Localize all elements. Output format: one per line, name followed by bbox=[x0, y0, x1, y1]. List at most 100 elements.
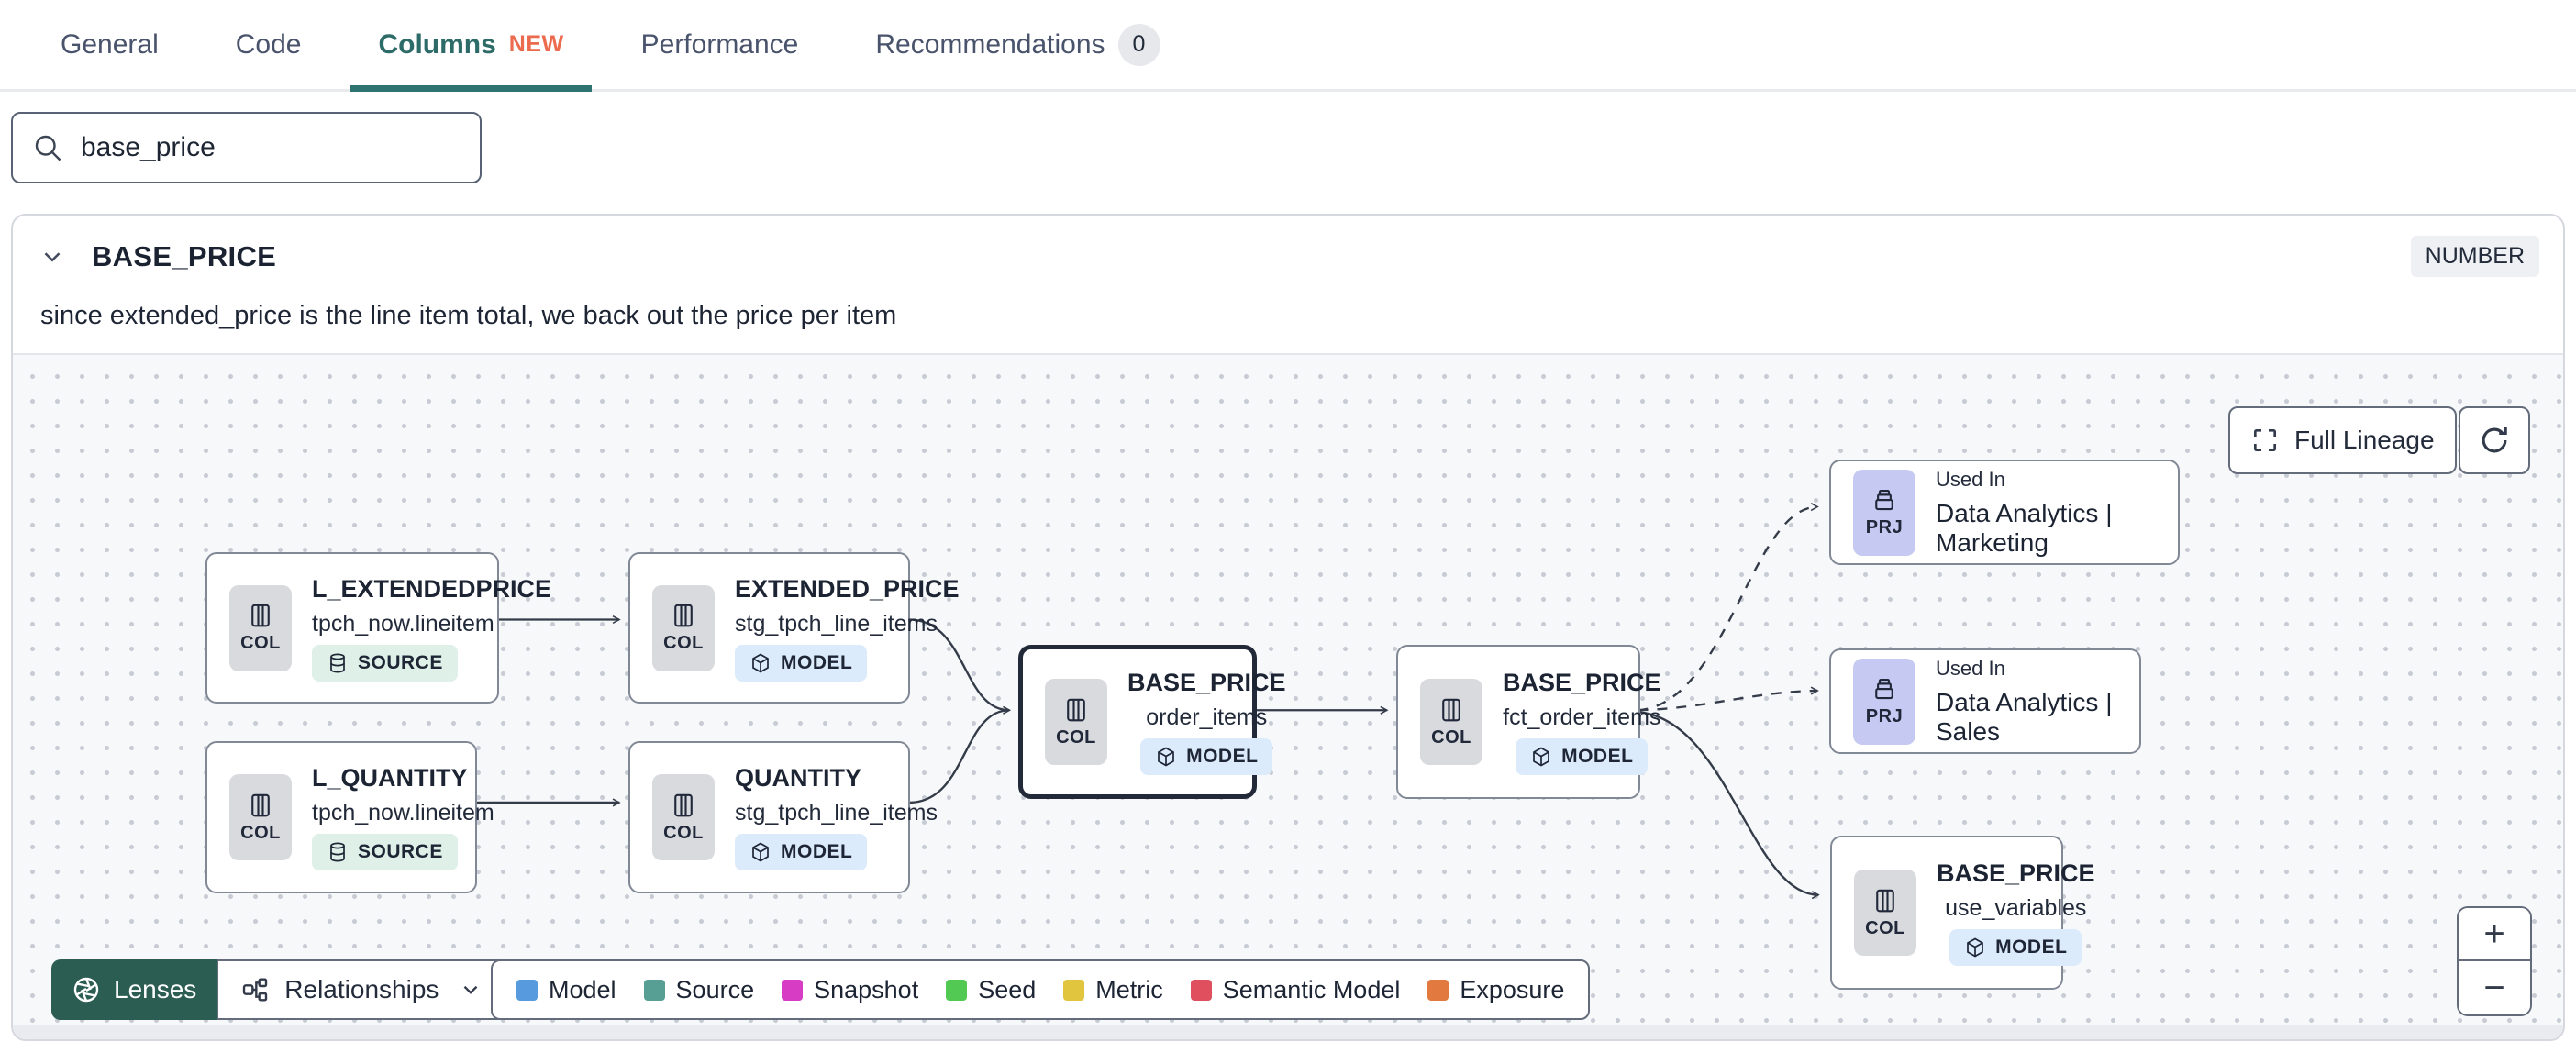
used-in-title: Data Analytics | Sales bbox=[1936, 687, 2113, 746]
lineage-node-base-price-fct-order-items[interactable]: COL BASE_PRICE fct_order_items MODEL bbox=[1396, 645, 1661, 799]
legend-item-metric: Metric bbox=[1063, 976, 1163, 1004]
resource-badge-model: MODEL bbox=[1140, 738, 1273, 775]
chevron-down-icon bbox=[459, 978, 483, 1002]
column-kind-badge: COL bbox=[1045, 679, 1107, 765]
tab-general[interactable]: General bbox=[61, 28, 159, 60]
node-title: L_QUANTITY bbox=[312, 764, 468, 792]
project-kind-badge: PRJ bbox=[1853, 658, 1915, 745]
legend-item-snapshot: Snapshot bbox=[782, 976, 918, 1004]
zoom-in-button[interactable]: + bbox=[2459, 908, 2530, 961]
node-subtitle: tpch_now.lineitem bbox=[312, 610, 494, 637]
legend-item-semantic-model: Semantic Model bbox=[1190, 976, 1400, 1004]
legend-item-model: Model bbox=[516, 976, 616, 1004]
database-icon bbox=[330, 653, 345, 672]
lineage-node-extended-price[interactable]: COL EXTENDED_PRICE stg_tpch_line_items M… bbox=[628, 552, 960, 704]
node-subtitle: order_items bbox=[1146, 704, 1268, 730]
columns-icon bbox=[251, 793, 270, 816]
project-stack-icon bbox=[1875, 489, 1893, 511]
resource-badge-model: MODEL bbox=[1949, 929, 2082, 966]
cube-icon bbox=[1967, 937, 1983, 958]
legend-swatch bbox=[516, 979, 538, 1001]
node-subtitle: fct_order_items bbox=[1503, 704, 1661, 730]
legend-swatch bbox=[946, 979, 968, 1001]
node-title: BASE_PRICE bbox=[1127, 669, 1286, 696]
tab-code[interactable]: Code bbox=[235, 28, 302, 60]
lineage-node-l-extendedprice[interactable]: COL L_EXTENDEDPRICE tpch_now.lineitem SO… bbox=[205, 552, 551, 704]
columns-icon bbox=[251, 604, 270, 627]
expand-icon bbox=[2254, 429, 2276, 451]
resource-badge-model: MODEL bbox=[735, 834, 868, 870]
column-kind-badge: COL bbox=[229, 774, 292, 860]
columns-icon bbox=[674, 793, 693, 816]
node-subtitle: tpch_now.lineitem bbox=[312, 800, 494, 826]
lineage-node-base-price-use-variables[interactable]: COL BASE_PRICE use_variables MODEL bbox=[1830, 836, 2095, 990]
search-input[interactable] bbox=[81, 132, 461, 163]
project-stack-icon bbox=[1875, 678, 1893, 700]
columns-icon bbox=[1876, 889, 1894, 912]
lineage-node-used-in-sales[interactable]: PRJ Used In Data Analytics | Sales bbox=[1829, 648, 2141, 754]
refresh-button[interactable] bbox=[2459, 406, 2530, 474]
horizontal-scrollbar[interactable] bbox=[13, 1025, 2563, 1039]
node-title: L_EXTENDEDPRICE bbox=[312, 574, 552, 603]
column-type-badge: NUMBER bbox=[2410, 236, 2539, 277]
legend-item-exposure: Exposure bbox=[1427, 976, 1564, 1004]
cube-icon bbox=[1158, 747, 1174, 767]
columns-icon bbox=[1067, 698, 1085, 721]
tab-bar: General Code Columns NEW Performance Rec… bbox=[0, 0, 2576, 92]
column-kind-badge: COL bbox=[1854, 870, 1916, 956]
column-description: since extended_price is the line item to… bbox=[40, 301, 897, 330]
node-title: QUANTITY bbox=[735, 764, 861, 792]
legend-swatch bbox=[1427, 979, 1449, 1001]
recommendations-count-badge: 0 bbox=[1117, 23, 1160, 66]
refresh-icon bbox=[2482, 427, 2507, 453]
project-kind-badge: PRJ bbox=[1853, 469, 1915, 556]
search-icon bbox=[35, 135, 61, 161]
aperture-icon bbox=[73, 977, 99, 1003]
column-kind-badge: COL bbox=[652, 774, 715, 860]
column-search[interactable] bbox=[11, 112, 482, 183]
relationships-dropdown[interactable]: Relationships bbox=[217, 959, 507, 1020]
column-kind-badge: COL bbox=[652, 584, 715, 671]
legend-swatch bbox=[1063, 979, 1085, 1001]
resource-badge-source: SOURCE bbox=[312, 644, 458, 682]
lineage-node-l-quantity[interactable]: COL L_QUANTITY tpch_now.lineitem SOURCE bbox=[205, 741, 494, 893]
columns-icon bbox=[674, 604, 693, 627]
database-icon bbox=[330, 842, 345, 862]
full-lineage-button[interactable]: Full Lineage bbox=[2228, 406, 2457, 474]
used-in-label: Used In bbox=[1936, 467, 2005, 491]
node-title: EXTENDED_PRICE bbox=[735, 574, 960, 603]
resource-legend: Model Source Snapshot Seed Metric Semant… bbox=[491, 959, 1591, 1020]
tab-recommendations[interactable]: Recommendations 0 bbox=[848, 0, 1187, 89]
resource-badge-model: MODEL bbox=[1516, 738, 1649, 775]
node-subtitle: use_variables bbox=[1945, 895, 2087, 921]
lineage-node-base-price-order-items-selected[interactable]: COL BASE_PRICE order_items MODEL bbox=[1018, 645, 1286, 799]
zoom-out-button[interactable]: − bbox=[2459, 961, 2530, 1014]
node-title: BASE_PRICE bbox=[1937, 859, 2095, 887]
column-kind-badge: COL bbox=[229, 584, 292, 671]
legend-swatch bbox=[1190, 979, 1212, 1001]
legend-swatch bbox=[782, 979, 804, 1001]
legend-item-source: Source bbox=[643, 976, 754, 1004]
lineage-canvas[interactable]: COL L_EXTENDEDPRICE tpch_now.lineitem SO… bbox=[13, 353, 2563, 1025]
tab-columns[interactable]: Columns NEW bbox=[350, 0, 592, 92]
zoom-controls: + − bbox=[2457, 906, 2532, 1016]
node-subtitle: stg_tpch_line_items bbox=[735, 800, 938, 826]
collapse-chevron-icon[interactable] bbox=[37, 241, 68, 272]
column-name: BASE_PRICE bbox=[92, 239, 277, 272]
used-in-title: Data Analytics | Marketing bbox=[1936, 498, 2113, 557]
legend-swatch bbox=[643, 979, 665, 1001]
cube-icon bbox=[752, 653, 769, 672]
columns-icon bbox=[1442, 698, 1460, 721]
used-in-label: Used In bbox=[1936, 656, 2005, 680]
resource-badge-model: MODEL bbox=[735, 644, 868, 682]
tab-performance[interactable]: Performance bbox=[640, 28, 799, 60]
lineage-node-quantity[interactable]: COL QUANTITY stg_tpch_line_items MODEL bbox=[628, 741, 938, 893]
node-title: BASE_PRICE bbox=[1503, 669, 1661, 696]
lineage-node-used-in-marketing[interactable]: PRJ Used In Data Analytics | Marketing bbox=[1829, 460, 2180, 565]
lenses-button[interactable]: Lenses bbox=[51, 959, 217, 1020]
lineage-edges bbox=[476, 355, 2563, 1025]
resource-badge-source: SOURCE bbox=[312, 834, 458, 870]
cube-icon bbox=[752, 842, 769, 862]
lineage-bottom-controls: Lenses Relationships bbox=[51, 959, 507, 1020]
